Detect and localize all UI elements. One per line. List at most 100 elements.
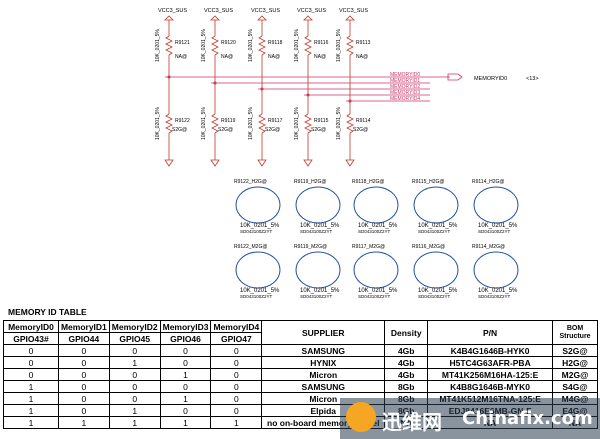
junction-dot bbox=[306, 93, 310, 97]
option-part: SD043100Z2YT bbox=[418, 294, 451, 299]
pullup-ref: R9116 bbox=[314, 40, 329, 46]
option-name: R9116_M2G@ bbox=[412, 244, 445, 250]
option-resistor-circle bbox=[353, 251, 399, 289]
table-cell: 1 bbox=[57, 416, 110, 429]
option-name: R9114_H2G@ bbox=[472, 179, 505, 185]
pullup-value: 10K_0201_5% bbox=[155, 29, 161, 62]
power-label: VCC3_SUS bbox=[204, 8, 233, 14]
table-cell: H2G@ bbox=[552, 356, 598, 369]
option-value: 10K_0201_5% bbox=[240, 288, 280, 294]
pullup-value: 10K_0201_5% bbox=[248, 29, 254, 62]
table-cell: 0 bbox=[210, 380, 263, 393]
pulldown-ref: R9119 bbox=[221, 118, 236, 124]
table-cell: 0 bbox=[57, 392, 110, 405]
power-arrow-icon bbox=[303, 15, 313, 21]
junction-dot bbox=[167, 75, 171, 79]
table-cell: 0 bbox=[57, 344, 110, 357]
power-arrow-icon bbox=[257, 15, 267, 21]
ground-icon bbox=[303, 159, 313, 167]
option-value: 10K_0201_5% bbox=[240, 223, 280, 229]
option-part: SD043100Z2YT bbox=[478, 294, 511, 299]
option-name: R9122_M2G@ bbox=[234, 244, 267, 250]
pullup-value: 10K_0201_5% bbox=[336, 29, 342, 62]
table-cell: 1 bbox=[159, 368, 212, 381]
ground-icon bbox=[257, 159, 267, 167]
col-memoryid2: MemoryID2 bbox=[108, 320, 161, 333]
pulldown-opt: S2G@ bbox=[218, 127, 233, 133]
table-cell: 0 bbox=[210, 368, 263, 381]
option-value: 10K_0201_5% bbox=[358, 223, 398, 229]
power-label: VCC3_SUS bbox=[339, 8, 368, 14]
table-cell: 1 bbox=[3, 392, 59, 405]
table-gpio-row: GPIO43# GPIO44 GPIO45 GPIO46 GPIO47 bbox=[3, 332, 598, 345]
option-part: SD043100Z2YT bbox=[418, 229, 451, 234]
power-label: VCC3_SUS bbox=[251, 8, 280, 14]
table-cell: 1 bbox=[108, 404, 161, 417]
col-pn: P/N bbox=[427, 320, 554, 345]
pulldown-value: 10K_0201_5% bbox=[336, 107, 342, 140]
table-cell: SAMSUNG bbox=[261, 380, 386, 393]
option-part: SD043100Z2YT bbox=[300, 294, 333, 299]
option-name: R9114_M2G@ bbox=[472, 244, 505, 250]
gpio-3: GPIO46 bbox=[159, 332, 212, 345]
chinafix-logo-icon bbox=[346, 402, 376, 432]
option-value: 10K_0201_5% bbox=[478, 223, 518, 229]
table-cell: 1 bbox=[159, 416, 212, 429]
pullup-ref: R9113 bbox=[356, 40, 371, 46]
table-cell: 1 bbox=[3, 416, 59, 429]
gpio-0: GPIO43# bbox=[3, 332, 59, 345]
pulldown-value: 10K_0201_5% bbox=[155, 107, 161, 140]
col-bom: BOM Structure bbox=[552, 320, 598, 345]
table-cell: K4B4G1646B-HYK0 bbox=[427, 344, 554, 357]
option-part: SD043100Z2YT bbox=[300, 229, 333, 234]
pullup-ref: R9121 bbox=[175, 40, 190, 46]
power-arrow-icon bbox=[210, 15, 220, 21]
junction-dot bbox=[213, 81, 217, 85]
net-label: MEMORYID0 bbox=[390, 72, 420, 78]
pullup-ref: R9120 bbox=[221, 40, 236, 46]
option-part: SD043100Z2YT bbox=[358, 229, 391, 234]
ground-icon bbox=[210, 159, 220, 167]
table-cell: S4G@ bbox=[552, 380, 598, 393]
pullup-value: 10K_0201_5% bbox=[201, 29, 207, 62]
option-value: 10K_0201_5% bbox=[300, 223, 340, 229]
gpio-2: GPIO45 bbox=[108, 332, 161, 345]
table-cell: 4Gb bbox=[384, 368, 429, 381]
table-cell: MT41K256M16HA-125:E bbox=[427, 368, 554, 381]
table-cell: 4Gb bbox=[384, 344, 429, 357]
table-cell: 0 bbox=[210, 344, 263, 357]
col-memoryid4: MemoryID4 bbox=[210, 320, 263, 333]
col-memoryid3: MemoryID3 bbox=[159, 320, 212, 333]
offpage-page: <13> bbox=[526, 76, 539, 82]
table-cell: 4Gb bbox=[384, 356, 429, 369]
table-cell: 0 bbox=[159, 356, 212, 369]
table-cell: H5TC4G63AFR-PBA bbox=[427, 356, 554, 369]
pulldown-opt: S2G@ bbox=[353, 127, 368, 133]
pulldown-value: 10K_0201_5% bbox=[294, 107, 300, 140]
pullup-opt: NA@ bbox=[221, 54, 233, 60]
option-resistor-circle bbox=[353, 186, 399, 224]
table-cell: HYNIX bbox=[261, 356, 386, 369]
option-name: R9115_H2G@ bbox=[412, 179, 445, 185]
table-cell: 1 bbox=[108, 416, 161, 429]
resistor-symbol bbox=[258, 35, 266, 56]
table-cell: 0 bbox=[108, 344, 161, 357]
pullup-opt: NA@ bbox=[314, 54, 326, 60]
pulldown-value: 10K_0201_5% bbox=[248, 107, 254, 140]
table-cell: 0 bbox=[3, 356, 59, 369]
option-name: R9118_H2G@ bbox=[352, 179, 385, 185]
pulldown-ref: R9117 bbox=[268, 118, 283, 124]
col-memoryid1: MemoryID1 bbox=[57, 320, 110, 333]
table-cell: K4B8G1646B-MYK0 bbox=[427, 380, 554, 393]
power-arrow-icon bbox=[164, 15, 174, 21]
option-value: 10K_0201_5% bbox=[358, 288, 398, 294]
table-cell: 0 bbox=[57, 404, 110, 417]
table-cell: 0 bbox=[108, 368, 161, 381]
option-resistor-circle bbox=[473, 251, 519, 289]
table-header-row: MemoryID0 MemoryID1 MemoryID2 MemoryID3 … bbox=[3, 320, 598, 345]
table-cell: 0 bbox=[210, 392, 263, 405]
resistor-symbol bbox=[258, 113, 266, 134]
table-cell: 0 bbox=[159, 344, 212, 357]
col-memoryid0: MemoryID0 bbox=[3, 320, 59, 333]
